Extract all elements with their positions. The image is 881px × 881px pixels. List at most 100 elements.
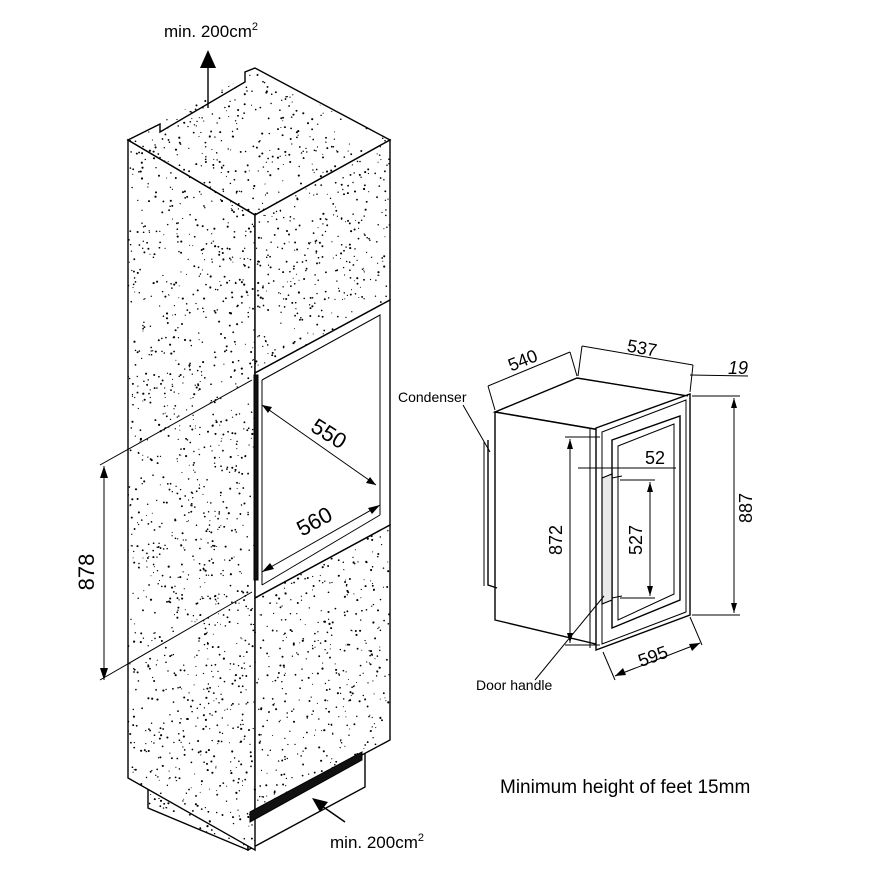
texture-speck <box>379 649 381 652</box>
texture-speck <box>139 429 142 432</box>
texture-speck <box>232 727 234 730</box>
texture-speck <box>233 178 236 181</box>
texture-speck <box>379 536 382 538</box>
texture-speck <box>250 623 252 626</box>
texture-speck <box>189 425 192 427</box>
texture-speck <box>236 122 238 125</box>
texture-speck <box>323 729 326 732</box>
texture-speck <box>166 482 169 485</box>
texture-speck <box>205 316 207 318</box>
texture-speck <box>282 180 284 182</box>
texture-speck <box>356 160 359 163</box>
texture-speck <box>199 273 202 275</box>
texture-speck <box>149 87 151 90</box>
texture-speck <box>342 698 345 700</box>
texture-speck <box>247 294 249 296</box>
texture-speck <box>372 83 375 86</box>
texture-speck <box>343 649 346 652</box>
texture-speck <box>239 257 241 259</box>
texture-speck <box>321 255 324 258</box>
texture-speck <box>368 650 370 652</box>
texture-speck <box>162 728 165 730</box>
texture-speck <box>375 102 378 105</box>
texture-speck <box>132 708 135 711</box>
texture-speck <box>173 614 176 616</box>
texture-speck <box>229 455 232 459</box>
texture-speck <box>141 209 143 211</box>
texture-speck <box>379 716 382 719</box>
texture-speck <box>289 216 292 218</box>
wine-cooler <box>483 377 691 652</box>
texture-speck <box>293 282 296 285</box>
texture-speck <box>156 556 158 558</box>
texture-speck <box>137 511 140 514</box>
texture-speck <box>253 225 255 227</box>
texture-speck <box>164 396 166 398</box>
texture-speck <box>318 718 320 720</box>
texture-speck <box>372 116 375 118</box>
texture-speck <box>364 171 367 174</box>
texture-speck <box>180 76 181 77</box>
texture-speck <box>176 492 179 495</box>
texture-speck <box>216 793 219 796</box>
texture-speck <box>128 787 129 789</box>
texture-speck <box>276 784 278 786</box>
texture-speck <box>307 676 310 679</box>
texture-speck <box>361 268 364 270</box>
texture-speck <box>164 81 166 83</box>
texture-speck <box>214 510 216 513</box>
texture-speck <box>175 825 178 828</box>
texture-speck <box>158 526 160 528</box>
texture-speck <box>386 752 389 755</box>
texture-speck <box>180 448 182 450</box>
texture-speck <box>179 576 182 579</box>
texture-speck <box>258 733 261 736</box>
texture-speck <box>193 461 196 464</box>
texture-speck <box>254 108 257 111</box>
texture-speck <box>166 847 169 850</box>
texture-speck <box>355 99 357 101</box>
texture-speck <box>199 703 202 706</box>
texture-speck <box>330 145 333 148</box>
texture-speck <box>233 76 236 79</box>
texture-speck <box>154 350 157 353</box>
texture-speck <box>153 529 156 531</box>
texture-speck <box>360 219 363 222</box>
texture-speck <box>334 131 336 133</box>
texture-speck <box>170 586 174 589</box>
texture-speck <box>128 261 130 263</box>
texture-speck <box>372 603 375 606</box>
texture-speck <box>377 161 379 163</box>
texture-speck <box>374 763 377 765</box>
texture-speck <box>367 795 369 798</box>
texture-speck <box>219 424 221 426</box>
texture-speck <box>138 83 140 85</box>
texture-speck <box>159 455 162 458</box>
texture-speck <box>375 727 377 729</box>
texture-speck <box>237 726 239 728</box>
texture-speck <box>247 179 250 181</box>
texture-speck <box>240 637 242 639</box>
texture-speck <box>182 571 184 573</box>
texture-speck <box>148 555 150 558</box>
texture-speck <box>240 504 243 506</box>
texture-speck <box>133 277 136 279</box>
texture-speck <box>198 191 201 193</box>
texture-speck <box>283 773 286 776</box>
texture-speck <box>242 69 244 71</box>
label-condenser: Condenser <box>398 389 467 405</box>
texture-speck <box>157 119 160 121</box>
texture-speck <box>154 95 156 98</box>
texture-speck <box>313 734 316 736</box>
texture-speck <box>246 584 249 587</box>
texture-speck <box>290 116 293 118</box>
texture-speck <box>162 274 164 277</box>
texture-speck <box>186 409 188 411</box>
texture-speck <box>184 840 187 843</box>
texture-speck <box>192 497 194 499</box>
texture-speck <box>140 847 143 850</box>
texture-speck <box>329 656 331 659</box>
texture-speck <box>314 184 317 186</box>
texture-speck <box>153 77 155 79</box>
texture-speck <box>364 744 367 746</box>
